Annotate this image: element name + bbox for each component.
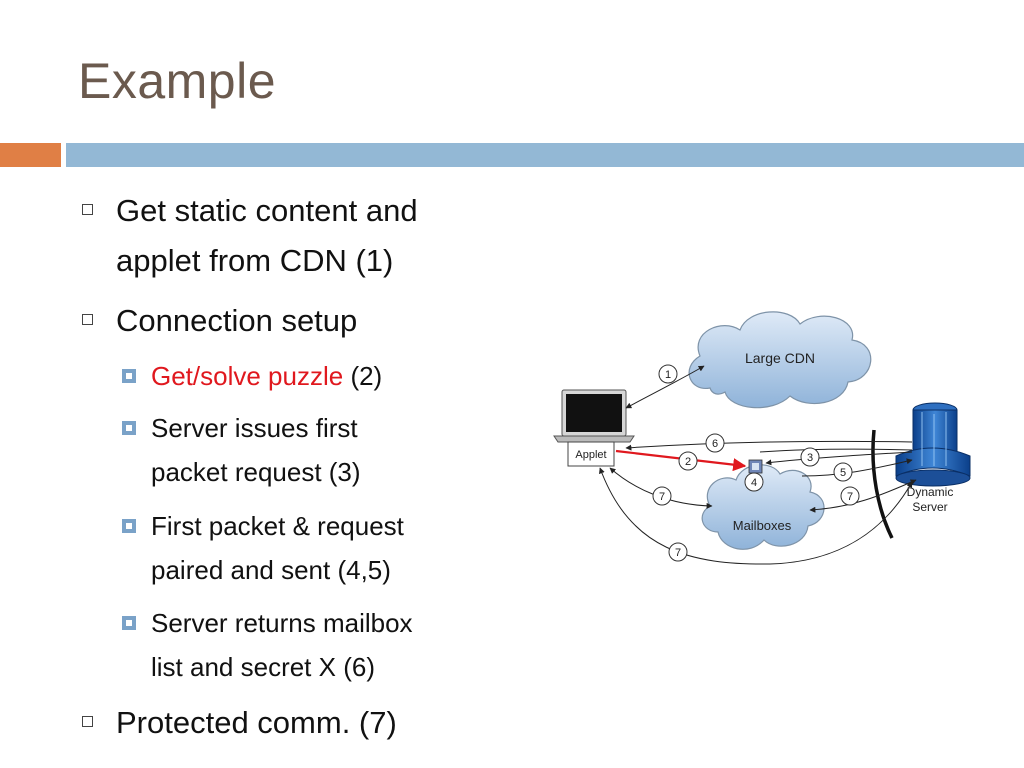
arrow-step-7-bottom: [599, 467, 913, 565]
bullet-marker-icon: [82, 204, 93, 215]
cdn-cloud-icon: [688, 311, 872, 409]
cdn-label: Large CDN: [745, 350, 815, 366]
step-1-circle: 1: [658, 364, 678, 384]
server-icon: [895, 402, 971, 487]
svg-text:1: 1: [665, 369, 671, 381]
protocol-diagram: Large CDN Mailboxes Applet D: [540, 300, 990, 585]
svg-text:4: 4: [751, 477, 757, 489]
subbullet-text-rest: (2): [343, 361, 383, 391]
svg-text:2: 2: [685, 456, 691, 468]
arrow-step-3: [765, 451, 913, 466]
applet-box: [567, 441, 615, 467]
step-3-circle: 3: [800, 447, 820, 467]
bullet-marker-icon: [82, 314, 93, 325]
subbullet-marker-icon: [122, 519, 136, 533]
svg-text:7: 7: [847, 491, 853, 503]
server-label-line1: Dynamic: [907, 485, 954, 499]
subbullet-text: Server returns mailbox: [151, 608, 413, 638]
svg-text:5: 5: [840, 467, 846, 479]
step-5-circle: 5: [833, 462, 853, 482]
step-2-circle: 2: [678, 451, 698, 471]
step-7-circle-left: 7: [652, 486, 672, 506]
bullet-list: Get static content and applet from CDN (…: [82, 193, 418, 740]
subbullet-marker-icon: [122, 616, 136, 630]
arrow-step-6: [625, 440, 913, 451]
server-label-line2: Server: [912, 500, 947, 514]
subbullet-text: list and secret X (6): [151, 652, 375, 682]
arrow-step-6-tail: [759, 448, 913, 453]
subbullet-marker-icon: [122, 421, 136, 435]
step-7-circle-right: 7: [840, 486, 860, 506]
applet-label: Applet: [575, 449, 606, 461]
mailbox-icon: [748, 459, 763, 474]
step-6-circle: 6: [705, 433, 725, 453]
step-7-circle-bottom: 7: [668, 542, 688, 562]
bullet-text: Protected comm. (7): [116, 705, 397, 740]
arrow-step-7-right: [809, 479, 917, 513]
subbullet-text: Get/solve puzzle (2): [151, 355, 382, 397]
page-title: Example: [78, 53, 277, 109]
title-accent-bar-blue: [66, 143, 1024, 167]
svg-text:7: 7: [675, 547, 681, 559]
svg-text:3: 3: [807, 452, 813, 464]
arrow-step-1: [625, 365, 705, 409]
bullet-text: Get static content and: [116, 193, 418, 228]
bullet-marker-icon: [82, 716, 93, 727]
laptop-icon: [553, 389, 635, 443]
subbullet-text: Server issues first: [151, 413, 358, 443]
bullet-text: applet from CDN (1): [116, 243, 394, 278]
network-boundary-line: [871, 429, 894, 539]
subbullet-text: paired and sent (4,5): [151, 555, 391, 585]
svg-text:6: 6: [712, 438, 718, 450]
diagram-svg: Large CDN Mailboxes Applet D: [553, 311, 971, 565]
step-4-circle: 4: [744, 472, 764, 492]
bullet-text: Connection setup: [116, 303, 358, 338]
svg-text:7: 7: [659, 491, 665, 503]
subbullet-marker-icon: [122, 369, 136, 383]
subbullet-text: packet request (3): [151, 457, 361, 487]
mailboxes-label: Mailboxes: [733, 518, 792, 533]
highlight-text: Get/solve puzzle: [151, 361, 344, 391]
mailboxes-cloud-icon: [701, 464, 825, 550]
subbullet-text: First packet & request: [151, 511, 404, 541]
title-accent-bar-orange: [0, 143, 61, 167]
